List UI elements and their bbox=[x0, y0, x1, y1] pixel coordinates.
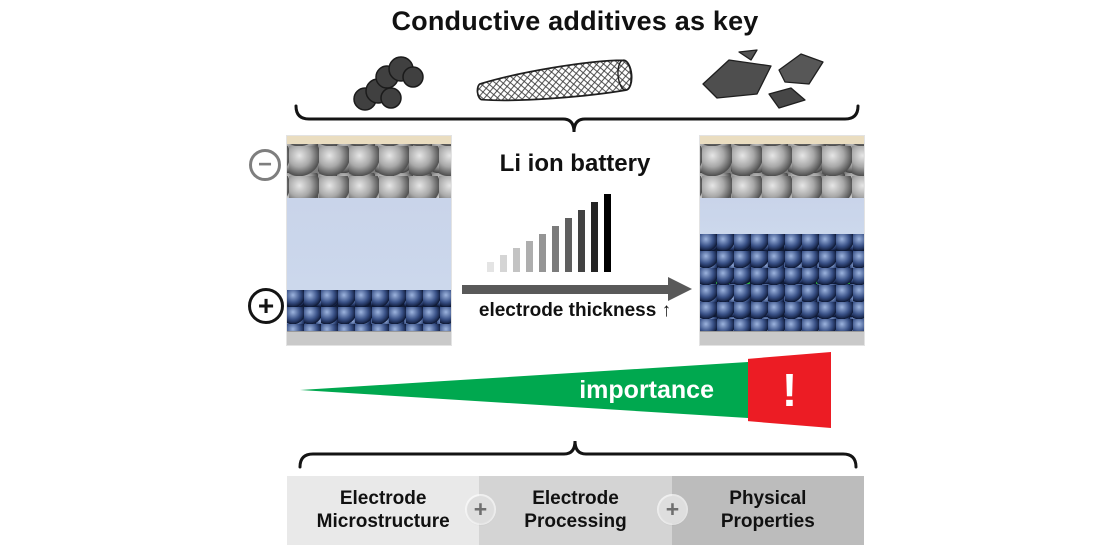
factor-line: Processing bbox=[524, 510, 627, 532]
bar bbox=[578, 210, 585, 272]
alert-box: ! bbox=[748, 352, 831, 428]
bar bbox=[513, 248, 520, 272]
factor-line: Electrode bbox=[532, 488, 619, 510]
top-current-collector bbox=[700, 136, 864, 144]
factor-line: Physical bbox=[729, 488, 807, 510]
negative-electrode-layer bbox=[700, 144, 864, 198]
separator-layer bbox=[287, 198, 451, 290]
bottom-current-collector bbox=[287, 331, 451, 345]
factor-electrode-microstructure: Electrode Microstructure bbox=[287, 476, 480, 545]
factor-line: Microstructure bbox=[316, 510, 450, 532]
plus-symbol: + bbox=[473, 496, 488, 522]
increasing-thickness-bars bbox=[487, 192, 625, 272]
bar bbox=[604, 194, 611, 272]
bottom-bracket bbox=[298, 440, 858, 469]
positive-electrode-layer bbox=[287, 290, 451, 331]
bar bbox=[552, 226, 559, 272]
factor-line: Electrode bbox=[339, 488, 427, 510]
graphite-flakes-icon bbox=[702, 49, 824, 109]
carbon-nanotube-icon bbox=[476, 59, 633, 102]
li-ion-battery-label: Li ion battery bbox=[499, 150, 651, 177]
top-current-collector bbox=[287, 136, 451, 144]
separator-layer bbox=[700, 198, 864, 234]
bar bbox=[565, 218, 572, 272]
arrow-shaft bbox=[462, 284, 668, 294]
bar bbox=[526, 241, 533, 272]
positive-terminal-symbol: + bbox=[257, 290, 275, 321]
battery-cross-section-thick bbox=[700, 136, 864, 345]
figure-title: Conductive additives as key bbox=[391, 6, 759, 36]
bar bbox=[539, 234, 546, 272]
battery-cross-section-thin bbox=[287, 136, 451, 345]
top-bracket bbox=[294, 104, 860, 133]
plus-separator-icon: + bbox=[467, 496, 494, 523]
bar bbox=[591, 202, 598, 272]
positive-electrode-layer bbox=[700, 234, 864, 331]
factor-physical-properties: Physical Properties bbox=[671, 476, 864, 545]
bar bbox=[500, 255, 507, 272]
arrow-head bbox=[668, 277, 692, 301]
negative-electrode-layer bbox=[287, 144, 451, 198]
importance-label-wrap: importance bbox=[300, 362, 738, 418]
exclamation-mark: ! bbox=[781, 364, 798, 416]
factor-electrode-processing: Electrode Processing bbox=[479, 476, 672, 545]
factor-boxes-row: Electrode Microstructure Electrode Proce… bbox=[287, 476, 864, 545]
carbon-black-icon bbox=[353, 56, 424, 111]
electrode-thickness-label: electrode thickness ↑ bbox=[478, 300, 672, 321]
bottom-current-collector bbox=[700, 331, 864, 345]
positive-terminal-icon: + bbox=[248, 288, 284, 324]
plus-separator-icon: + bbox=[659, 496, 686, 523]
plus-symbol: + bbox=[665, 496, 680, 522]
negative-terminal-symbol: − bbox=[257, 151, 272, 178]
right-arrow-icon bbox=[462, 277, 692, 301]
negative-terminal-icon: − bbox=[249, 149, 281, 181]
importance-label: importance bbox=[579, 375, 714, 404]
factor-line: Properties bbox=[720, 510, 815, 532]
bar bbox=[487, 262, 494, 272]
